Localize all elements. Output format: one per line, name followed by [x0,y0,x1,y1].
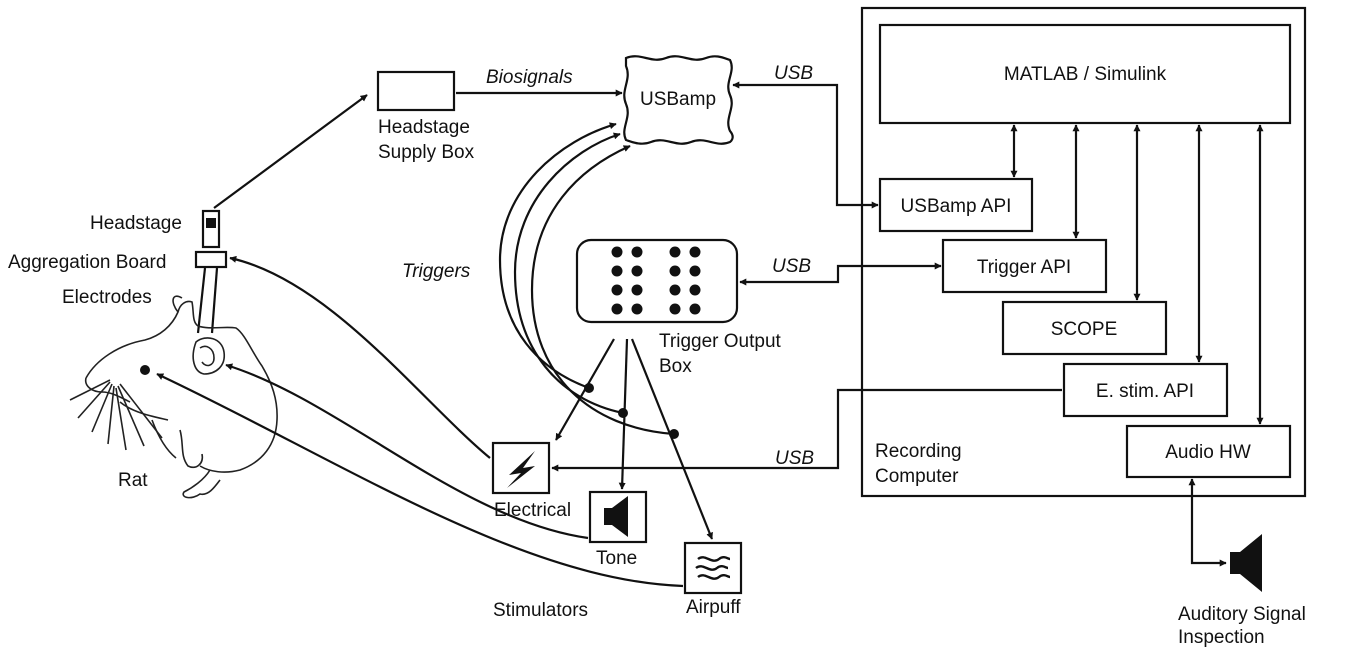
rat-eye [140,365,150,375]
headstage-label: Headstage [90,213,182,234]
arrow-airpuff-to-eye [156,373,684,588]
auditory-inspection-label-2: Inspection [1178,627,1265,648]
rat-illustration [69,295,278,499]
junction-dot-airpuff [669,429,679,439]
scope-box [1001,300,1168,356]
audio-hw-box [1125,424,1292,479]
headstage-supply-label-1: Headstage [378,117,470,138]
aggregation-board-box [194,250,228,269]
usbamp-label: USBamp [640,89,716,110]
headstage-box [201,209,221,249]
speaker-icon [1230,534,1262,592]
usb-trigger-label: USB [772,256,811,277]
lightning-bolt-icon [507,451,535,488]
estim-api-label: E. stim. API [1096,381,1194,402]
aggregation-board-label: Aggregation Board [8,252,166,273]
estim-api-box [1062,362,1229,418]
trigger-api-label: Trigger API [977,257,1071,278]
usbamp-box [623,55,734,145]
scope-label: SCOPE [1051,319,1118,340]
arrow-trigger-to-airpuff [630,338,714,540]
arrow-tone-to-ear [225,363,589,540]
airpuff-label: Airpuff [686,597,741,618]
arrow-audio-to-speaker [1188,478,1227,567]
usb-estim-label: USB [775,448,814,469]
trigger-api-box [941,238,1108,294]
airpuff-stimulator-box [683,541,743,595]
arrow-headstage-to-supply [213,94,368,209]
rat-label: Rat [118,470,148,491]
trigger-arc-1 [498,122,617,390]
trigger-output-label-1: Trigger Output [659,331,782,352]
trigger-output-label-2: Box [659,356,692,377]
arrow-usb-estim-to-electrical [551,388,1062,472]
triggers-label: Triggers [402,261,471,282]
electrode-wire-2 [210,267,219,334]
biosignals-label: Biosignals [486,67,573,88]
trigger-output-connectors [611,246,701,315]
junction-dot-tone [618,408,628,418]
recording-computer-label-1: Recording [875,441,962,462]
trigger-output-box [575,238,739,324]
matlab-simulink-box [878,23,1292,125]
tone-speaker-icon [604,496,628,537]
recording-computer-label-2: Computer [875,466,959,487]
stimulators-label: Stimulators [493,600,588,621]
auditory-inspection-label-1: Auditory Signal [1178,604,1306,625]
usbamp-api-box [878,177,1034,233]
tone-stimulator-box [588,490,648,544]
headstage-chip [206,218,216,228]
matlab-simulink-label: MATLAB / Simulink [1004,64,1167,85]
audio-hw-label: Audio HW [1165,442,1251,463]
usbamp-api-label: USBamp API [901,196,1012,217]
trigger-arc-3 [530,144,675,436]
electrode-wire-1 [196,267,207,334]
headstage-supply-label-2: Supply Box [378,142,475,163]
usb-usbamp-label: USB [774,63,813,84]
arrow-usb-trigger-api [739,262,942,286]
headstage-supply-box [376,70,456,112]
electrical-label: Electrical [494,500,571,521]
arrow-electrical-to-aggregation [229,255,491,459]
arrow-usb-usbamp-api [732,81,879,209]
tone-label: Tone [596,548,637,569]
junction-dot-electrical [584,383,594,393]
airpuff-wave-icon [695,556,731,580]
electrodes-label: Electrodes [62,287,152,308]
